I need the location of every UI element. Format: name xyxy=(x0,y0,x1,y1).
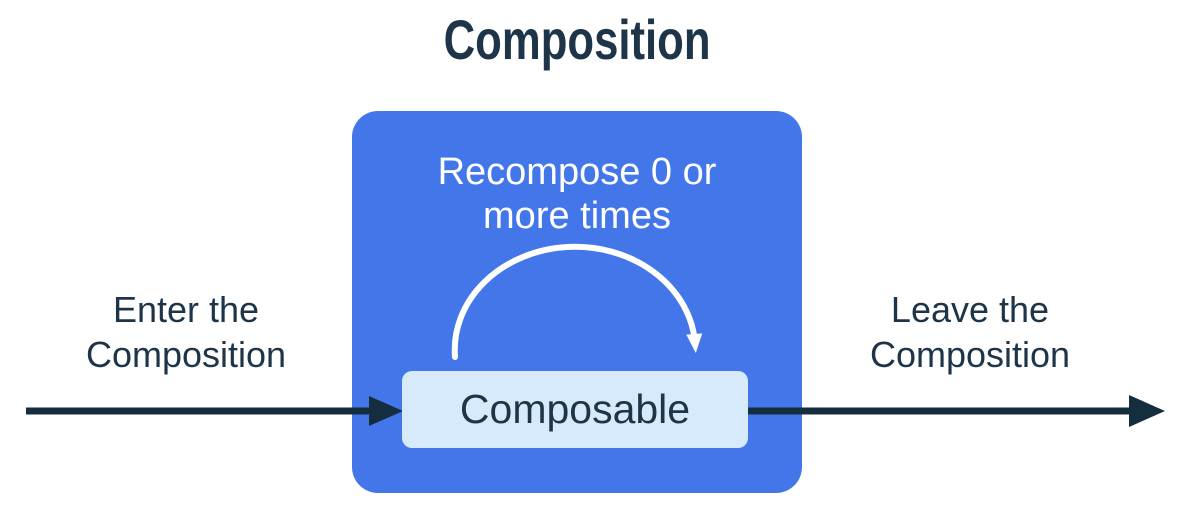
composable-node-label: Composable xyxy=(459,386,691,432)
recompose-label-line1: Recompose 0 or xyxy=(437,151,717,193)
recompose-loop-arrow xyxy=(451,243,703,360)
enter-composition-label: Enter the Composition xyxy=(30,287,342,377)
enter-arrowhead-icon xyxy=(369,396,403,426)
leave-composition-label: Leave the Composition xyxy=(814,287,1126,377)
enter-arrow xyxy=(26,396,403,426)
diagram-title: Composition xyxy=(352,8,802,72)
diagram-title-text: Composition xyxy=(443,8,711,71)
recompose-label-line2: more times xyxy=(483,195,671,237)
enter-label-line2: Composition xyxy=(85,334,287,375)
leave-label-line1: Leave the xyxy=(890,289,1050,330)
recompose-label: Recompose 0 or more times xyxy=(352,150,802,238)
leave-arrow xyxy=(748,395,1165,427)
enter-label-line1: Enter the xyxy=(112,289,260,330)
leave-label-line2: Composition xyxy=(869,334,1071,375)
loop-arc xyxy=(451,243,703,360)
composable-node: Composable xyxy=(402,371,748,448)
leave-arrowhead-icon xyxy=(1129,395,1165,427)
